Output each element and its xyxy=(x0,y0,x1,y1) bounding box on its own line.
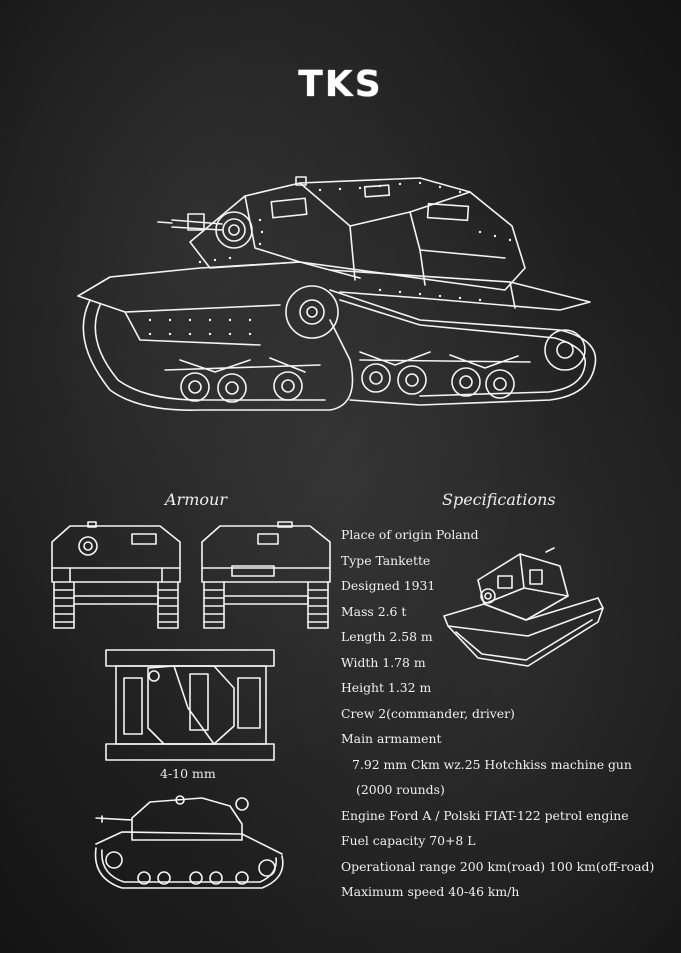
spec-designed: Designed 1931 xyxy=(341,578,436,593)
spec-armament-rounds: (2000 rounds) xyxy=(356,782,445,797)
top-view-drawing xyxy=(105,649,275,761)
perspective-view-drawing xyxy=(443,547,604,667)
specifications-list: Place of origin Poland Type Tankette Des… xyxy=(341,522,671,905)
front-view-drawing xyxy=(51,521,181,629)
spec-mass: Mass 2.6 t xyxy=(341,603,407,619)
spec-engine: Engine Ford A / Polski FIAT-122 petrol e… xyxy=(341,807,629,823)
armour-heading: Armour xyxy=(165,490,227,509)
spec-width: Width 1.78 m xyxy=(341,654,426,670)
spec-armament: Main armament xyxy=(341,731,442,746)
spec-length: Length 2.58 m xyxy=(341,629,433,644)
spec-speed: Maximum speed 40-46 km/h xyxy=(341,884,520,899)
specifications-heading: Specifications xyxy=(442,490,556,509)
armour-thickness-label: 4-10 mm xyxy=(160,766,216,781)
spec-range: Operational range 200 km(road) 100 km(of… xyxy=(341,858,655,874)
spec-crew: Crew 2(commander, driver) xyxy=(341,705,515,721)
spec-armament-detail: 7.92 mm Ckm wz.25 Hotchkiss machine gun xyxy=(352,756,632,772)
spec-type: Type Tankette xyxy=(341,552,431,568)
spec-fuel: Fuel capacity 70+8 L xyxy=(341,833,476,848)
spec-height: Height 1.32 m xyxy=(341,680,432,695)
rear-view-drawing xyxy=(201,521,331,629)
spec-origin: Place of origin Poland xyxy=(341,527,479,542)
page-title: TKS xyxy=(298,64,383,105)
side-view-drawing xyxy=(94,795,284,889)
